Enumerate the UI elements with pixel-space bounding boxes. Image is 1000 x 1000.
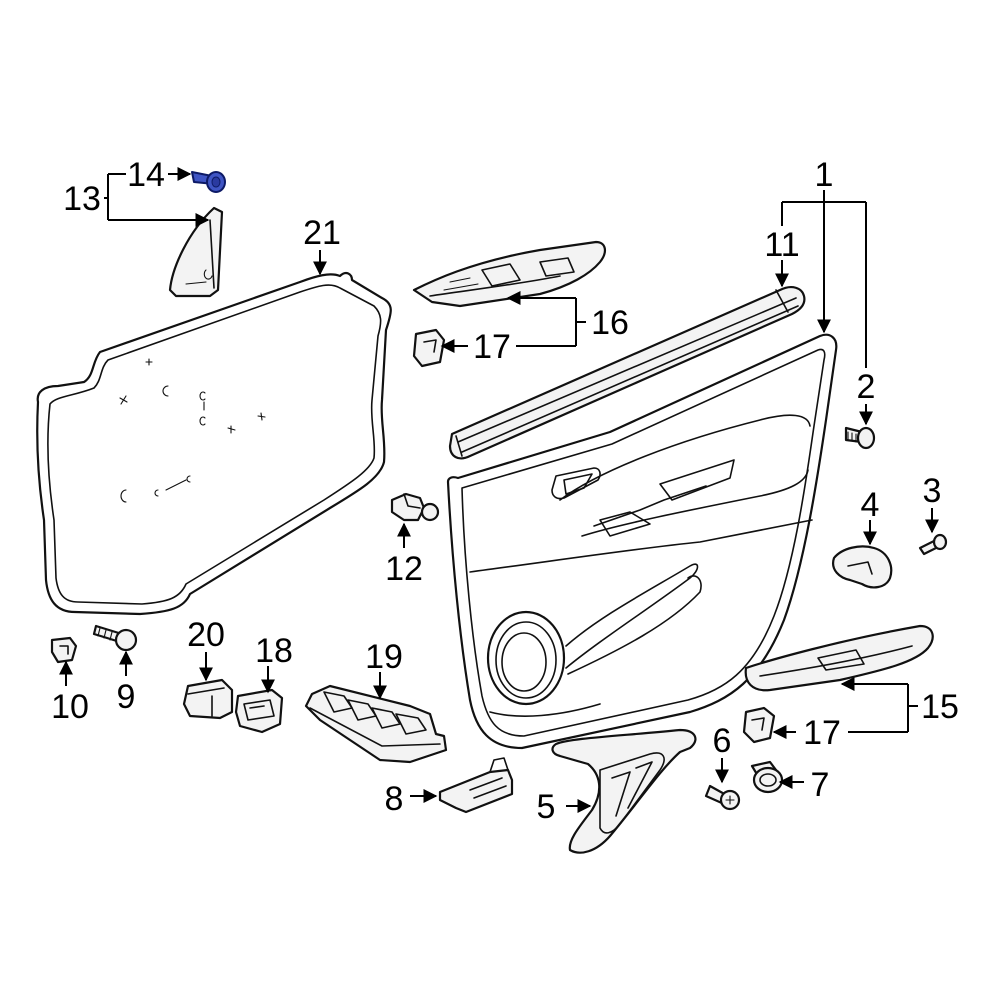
callout-11[interactable]: 11: [764, 226, 799, 264]
bracket-8[interactable]: [438, 757, 514, 814]
callout-8[interactable]: 8: [385, 780, 404, 818]
switch-18[interactable]: [234, 688, 284, 734]
callout-17-upper[interactable]: 17: [473, 328, 511, 366]
callout-4[interactable]: 4: [861, 486, 880, 524]
callout-labels: 1 2 3 4 5 6 7 8 9 10 11 12 13 14 15 16 1…: [51, 156, 959, 826]
callout-14[interactable]: 14: [127, 156, 165, 194]
callout-7[interactable]: 7: [811, 766, 830, 804]
callout-13[interactable]: 13: [63, 180, 101, 218]
clip-17-upper[interactable]: [412, 328, 446, 368]
callout-15[interactable]: 15: [921, 688, 959, 726]
handle-bracket-4[interactable]: [832, 545, 893, 589]
callout-12[interactable]: 12: [385, 550, 423, 588]
screw-2[interactable]: [844, 426, 876, 450]
switch-20[interactable]: [182, 678, 234, 720]
screw-6[interactable]: [704, 784, 741, 811]
callout-17-lower[interactable]: 17: [803, 714, 841, 752]
leader-lines: [59, 167, 939, 813]
window-switch-19[interactable]: [304, 684, 448, 764]
callout-16[interactable]: 16: [591, 304, 629, 342]
callout-18[interactable]: 18: [255, 632, 293, 670]
callout-9[interactable]: 9: [117, 678, 136, 716]
screw-3[interactable]: [918, 533, 948, 556]
belt-weatherstrip-part[interactable]: [448, 286, 806, 460]
inner-handle-bezel-5[interactable]: [551, 728, 697, 854]
callout-6[interactable]: 6: [713, 722, 732, 760]
switch-bezel-upper-part[interactable]: [412, 240, 606, 308]
screw-14-highlighted[interactable]: [191, 171, 226, 193]
callout-10[interactable]: 10: [51, 688, 89, 726]
switch-bezel-lower-part[interactable]: [744, 624, 934, 692]
nut-10[interactable]: [50, 636, 78, 664]
mirror-garnish-part[interactable]: [168, 206, 224, 298]
callout-19[interactable]: 19: [365, 638, 403, 676]
callout-21[interactable]: 21: [303, 214, 341, 252]
water-deflector-part[interactable]: [36, 271, 392, 616]
door-trim-panel-part[interactable]: [446, 333, 838, 750]
bolt-9[interactable]: [92, 624, 138, 652]
callout-20[interactable]: 20: [187, 616, 225, 654]
cap-7[interactable]: [750, 760, 784, 794]
callout-1[interactable]: 1: [815, 156, 834, 194]
clip-17-lower[interactable]: [742, 706, 776, 744]
callout-5[interactable]: 5: [537, 788, 556, 826]
callout-2[interactable]: 2: [857, 368, 876, 406]
clip-12[interactable]: [390, 492, 440, 522]
callout-3[interactable]: 3: [923, 472, 942, 510]
